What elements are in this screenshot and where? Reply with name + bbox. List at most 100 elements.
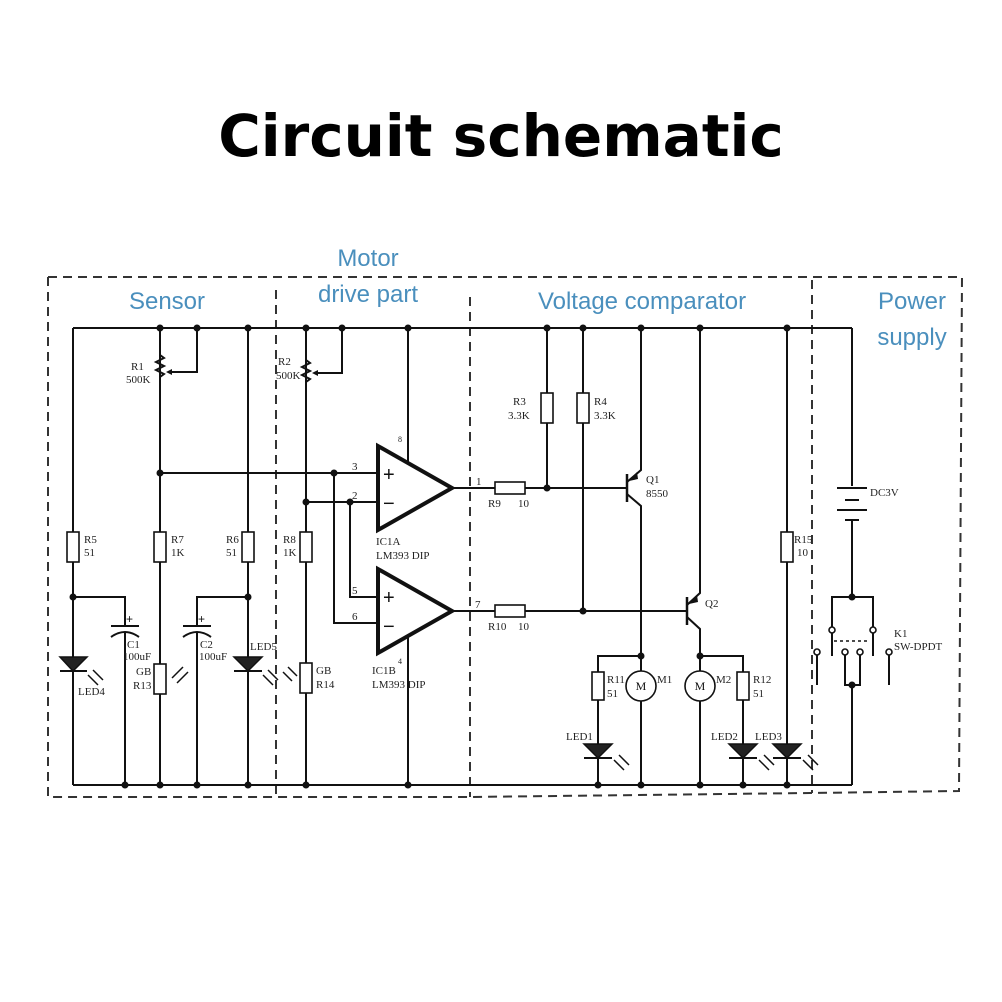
junction-dot [193, 324, 201, 332]
photoresistor-r13 [153, 663, 167, 695]
c2-value: 100uF [199, 651, 227, 663]
r5-value: 51 [84, 547, 95, 559]
r14-value: GB [316, 665, 331, 677]
led3-icon [771, 743, 803, 760]
comparator-ic1a: + − 3 2 8 IC1A LM393 DIP [352, 328, 457, 562]
r3-ref: R3 [513, 396, 526, 408]
resistor-r3 [540, 392, 554, 424]
ic1b-value: LM393 DIP [372, 679, 425, 691]
r8-ref: R8 [283, 534, 296, 546]
k1-value: SW-DPDT [894, 641, 943, 653]
capacitor-c2: + C2 100uF [182, 596, 248, 785]
q1-ref: Q1 [646, 474, 659, 486]
battery-dc3v: DC3V [837, 487, 899, 597]
r13-value: GB [136, 666, 151, 678]
junction-dot [637, 324, 645, 332]
r4-value: 3.3K [594, 410, 616, 422]
pin-3-label: 3 [352, 461, 358, 473]
resistor-r15 [780, 531, 794, 563]
led5-icon [232, 656, 264, 673]
ic1a-minus: − [383, 493, 395, 515]
motor-m2-branch: M M2 R12 51 LED2 [684, 655, 775, 785]
motor-m1-branch: M M1 R11 51 LED1 [566, 655, 672, 785]
r12-value: 51 [753, 688, 764, 700]
r15-value: 10 [797, 547, 809, 559]
battery-value: DC3V [870, 487, 899, 499]
motor-m2-icon [684, 670, 716, 702]
junction-dot [330, 469, 338, 477]
r12-ref: R12 [753, 674, 771, 686]
section-label-power-1: Power [878, 288, 946, 315]
led5-label: LED5 [250, 641, 277, 653]
net-pin6 [333, 473, 378, 624]
junction-dot [121, 781, 129, 789]
section-boundaries [47, 276, 964, 798]
led4-icon [58, 656, 89, 673]
junction-dot [696, 324, 704, 332]
r2-ref: R2 [278, 356, 291, 368]
switch-k1[interactable]: K1 SW-DPDT [813, 596, 943, 785]
junction-dot [244, 324, 252, 332]
junction-dot [848, 681, 856, 689]
pin-1-label: 1 [476, 476, 482, 488]
r11-value: 51 [607, 688, 618, 700]
k1-ref: K1 [894, 628, 907, 640]
section-label-motor-2: drive part [318, 281, 418, 308]
ic1a-value: LM393 DIP [376, 550, 429, 562]
junction-dot [579, 324, 587, 332]
r11-ref: R11 [607, 674, 625, 686]
section-label-power-2: supply [877, 324, 946, 351]
junction-dot [244, 593, 252, 601]
junction-dot [696, 652, 704, 660]
transistor-q1: Q1 8550 [625, 328, 669, 785]
r7-value: 1K [171, 547, 185, 559]
potentiometer-r1 [153, 354, 167, 378]
r4-branch: R4 3.3K [576, 328, 616, 611]
junction-dot [637, 781, 645, 789]
led4-light-arrows [87, 669, 104, 686]
r1-value: 500K [126, 374, 151, 386]
junction-dot [543, 484, 551, 492]
r13-light-arrows [171, 666, 189, 684]
junction-dot [302, 781, 310, 789]
junction-dot [739, 781, 747, 789]
r15-ref: R15 [794, 534, 813, 546]
led5-light-arrows [262, 669, 279, 686]
c1-ref: C1 [127, 639, 140, 651]
resistor-r11 [591, 671, 605, 701]
motor-m1-icon [625, 670, 657, 702]
r9-ref: R9 [488, 498, 501, 510]
junction-dot [302, 324, 310, 332]
led2-icon [727, 743, 759, 760]
r2-r8-r14-branch: R2 500K R8 1K GB R14 [276, 328, 343, 785]
junction-dot [594, 781, 602, 789]
junction-dot [543, 324, 551, 332]
r3-branch: R3 3.3K [508, 328, 554, 488]
c2-plus: + [198, 612, 205, 626]
r8-value: 1K [283, 547, 297, 559]
r9-value: 10 [518, 498, 530, 510]
junction-dot [244, 781, 252, 789]
r3-value: 3.3K [508, 410, 530, 422]
r9-branch: 1 R9 10 [452, 476, 626, 510]
junction-dots [69, 324, 856, 789]
junction-dot [156, 781, 164, 789]
r14-light-arrows [282, 666, 298, 682]
m2-ref: M2 [716, 674, 731, 686]
q2-ref: Q2 [705, 598, 718, 610]
r6-value: 51 [226, 547, 237, 559]
ic1a-ref: IC1A [376, 536, 401, 548]
junction-dot [848, 593, 856, 601]
resistor-r12 [736, 671, 750, 701]
junction-dot [69, 593, 77, 601]
q1-value: 8550 [646, 488, 669, 500]
led2-label: LED2 [711, 731, 738, 743]
m2-symbol: M [695, 679, 706, 693]
resistor-r7 [153, 531, 167, 563]
transistor-q2: Q2 [685, 328, 718, 785]
c1-plus: + [126, 612, 133, 626]
c1-value: 100uF [123, 651, 151, 663]
r14-ref: R14 [316, 679, 335, 691]
junction-dot [346, 498, 354, 506]
